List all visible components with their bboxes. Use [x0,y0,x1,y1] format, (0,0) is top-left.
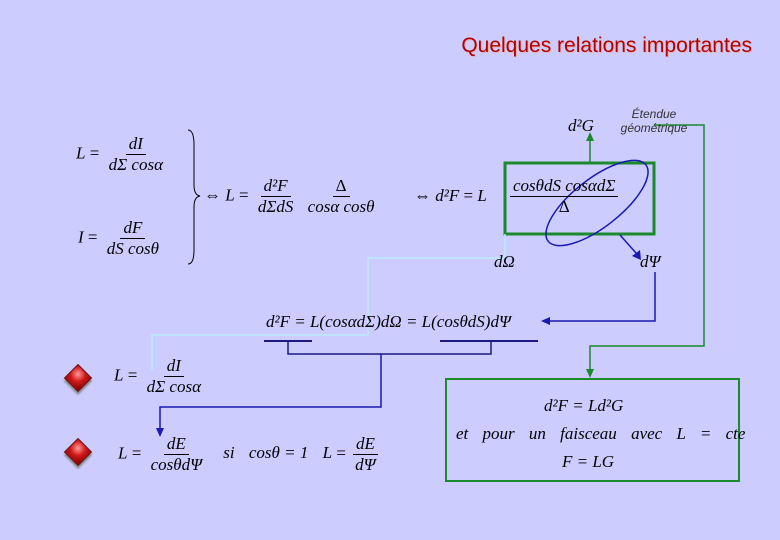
fraction-num: Δ [332,176,350,197]
d2F-symbol: d²F [435,186,460,205]
etendue-label: Étendue géométrique [620,107,688,135]
fraction-den: dΣdS [257,197,294,216]
fraction-num: cosθdS cosαdΣ [510,176,619,197]
word: et [456,424,469,443]
result-box [445,378,740,482]
I-symbol: I [78,227,84,247]
word: L = cte [676,424,746,443]
flux-decomposition: d²F = L(cosαdΣ)dΩ = L(cosθdS)dΨ [266,312,511,331]
L-symbol: L [114,365,124,385]
word: pour [482,424,515,443]
d-psi-label: dΨ [640,252,661,271]
L-symbol: L [477,186,487,205]
iff-symbol: ⇔ [204,185,221,205]
box-line-2: et pour un faisceau avec L = cte [456,424,745,444]
iff-symbol: ⇔ [414,186,431,205]
fraction-den: dΨ [355,455,376,474]
L-symbol: L [118,443,128,463]
si-word: si [223,443,235,463]
equals-sign: = [463,186,474,205]
fraction-den: dΣ cosα [108,155,163,174]
fraction-num: dE [352,434,378,455]
equals-sign: = [127,365,138,385]
equals-sign: = [87,227,98,247]
equals-sign: = [336,443,346,463]
word: faisceau [560,424,617,443]
cos-condition: cosθ = 1 [248,443,309,463]
fraction-num: dI [163,356,184,377]
L-symbol: L [225,185,235,205]
equals-sign: = [131,443,142,463]
fraction-den: cosθdΨ [150,455,203,474]
L-symbol: L [322,443,333,463]
word: avec [631,424,663,443]
fraction-num: dF [120,218,146,239]
right-brace [187,129,201,265]
L-symbol: L [76,143,86,163]
fraction-den: dS cosθ [106,239,160,258]
fraction-den: cosα cosθ [307,197,375,216]
fraction-den: dΣ cosα [146,377,201,396]
etendue-box [503,161,656,236]
page-title: Quelques relations importantes [461,34,752,57]
equals-sign: = [89,143,100,163]
d2g-symbol: d²G [568,116,594,135]
equals-sign: = [238,185,249,205]
fraction-num: d²F [260,176,291,197]
box-line-3: F = LG [562,452,615,471]
flux-formula: ⇔ d²F = L [414,186,487,206]
dpsi-ellipse [545,159,649,247]
word: un [528,424,546,443]
fraction-den: Δ [558,197,570,216]
d-omega-label: dΩ [494,252,515,271]
fraction-num: dI [125,134,146,155]
box-line-1: d²F = Ld²G [544,396,624,415]
fraction-num: dE [163,434,189,455]
